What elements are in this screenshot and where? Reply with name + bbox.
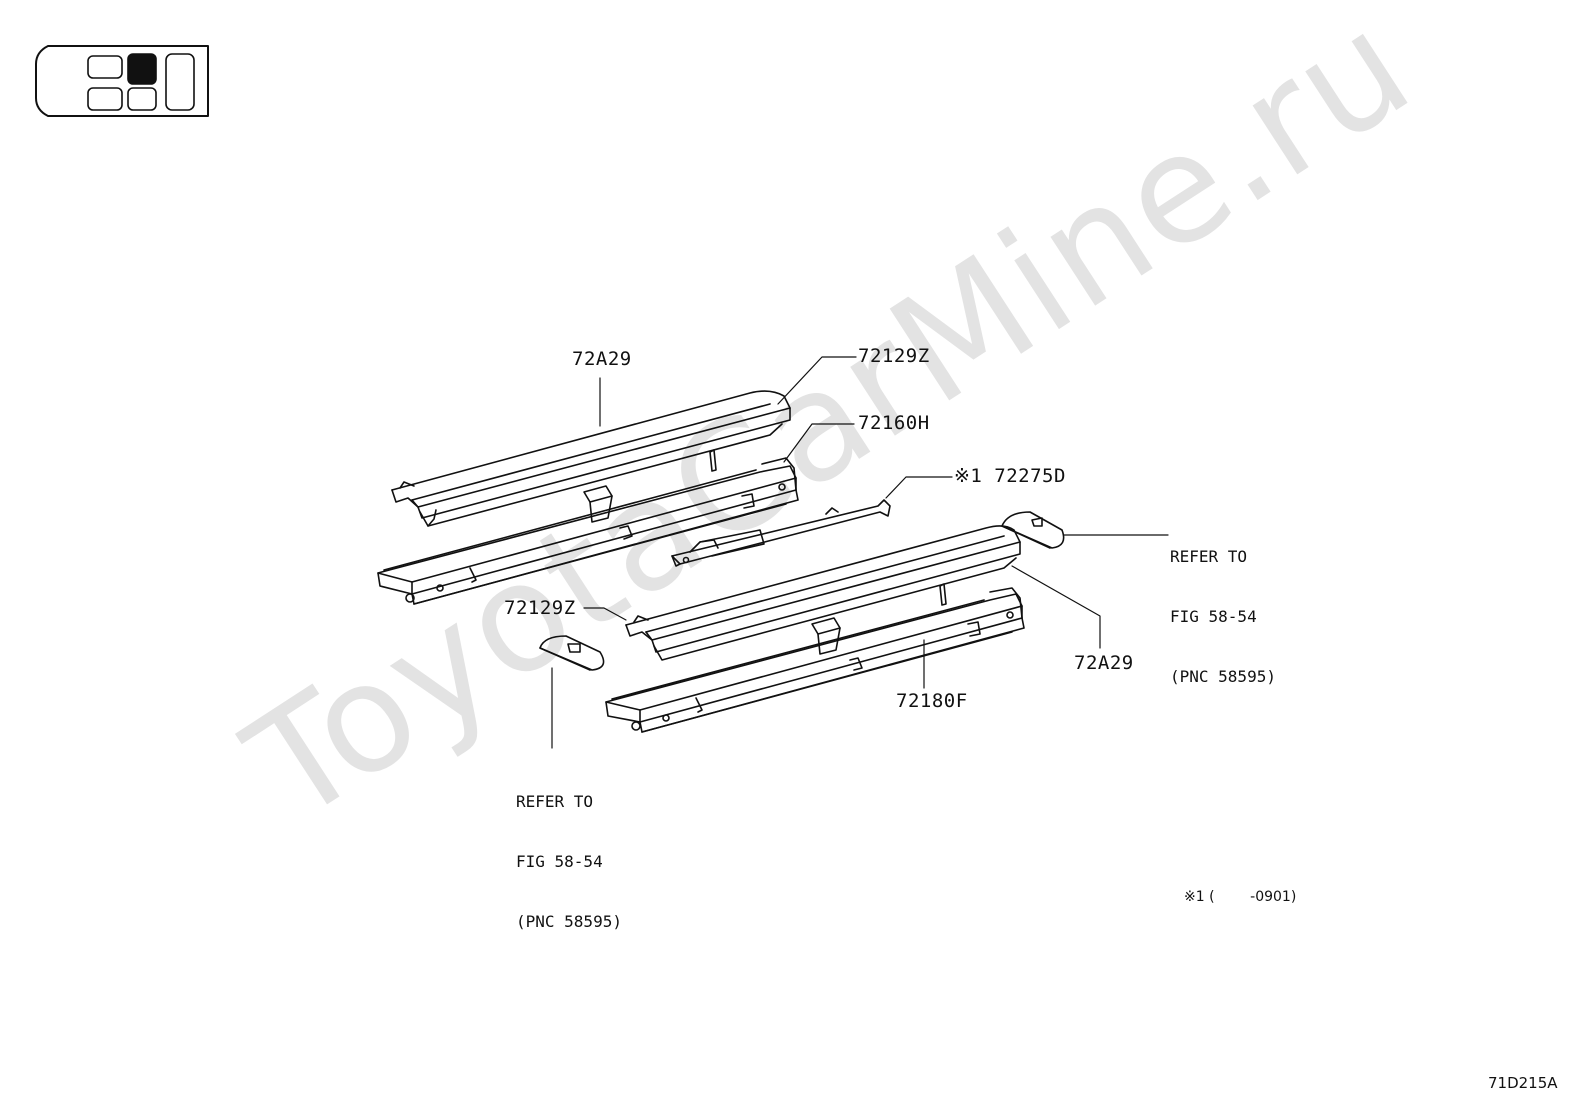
refer-note-left: REFER TO FIG 58-54 (PNC 58595): [516, 752, 622, 952]
refer-note-line: REFER TO: [1170, 547, 1248, 566]
figure-code: 71D215A: [1488, 1074, 1558, 1092]
left-cap: [539, 635, 605, 671]
refer-note-right: REFER TO FIG 58-54 (PNC 58595): [1170, 507, 1276, 707]
upper-adjuster-rail: [377, 449, 799, 605]
seat-position-icon: [35, 45, 209, 117]
label-72a29-lower: 72A29: [1074, 652, 1134, 674]
refer-note-line: (PNC 58595): [1170, 667, 1276, 686]
footnote: ※1 ( -0901): [1184, 889, 1297, 905]
label-72160h: 72160H: [858, 412, 930, 434]
lower-rail-cover: [625, 525, 1021, 661]
refer-note-line: (PNC 58595): [516, 912, 622, 931]
refer-note-line: FIG 58-54: [516, 852, 603, 871]
label-72a29-upper: 72A29: [572, 348, 632, 370]
label-72129z-upper: 72129Z: [858, 345, 930, 367]
right-cap: [1001, 511, 1065, 549]
lower-adjuster-rail: [605, 583, 1025, 733]
refer-note-line: REFER TO: [516, 792, 594, 811]
upper-rail-cover: [391, 390, 791, 527]
bar-72275d: [671, 499, 891, 567]
leader-lines: [551, 356, 1169, 749]
label-72275d: ※1 72275D: [954, 465, 1066, 487]
refer-note-line: FIG 58-54: [1170, 607, 1257, 626]
label-72129z-lower: 72129Z: [504, 597, 576, 619]
label-72180f: 72180F: [896, 690, 968, 712]
